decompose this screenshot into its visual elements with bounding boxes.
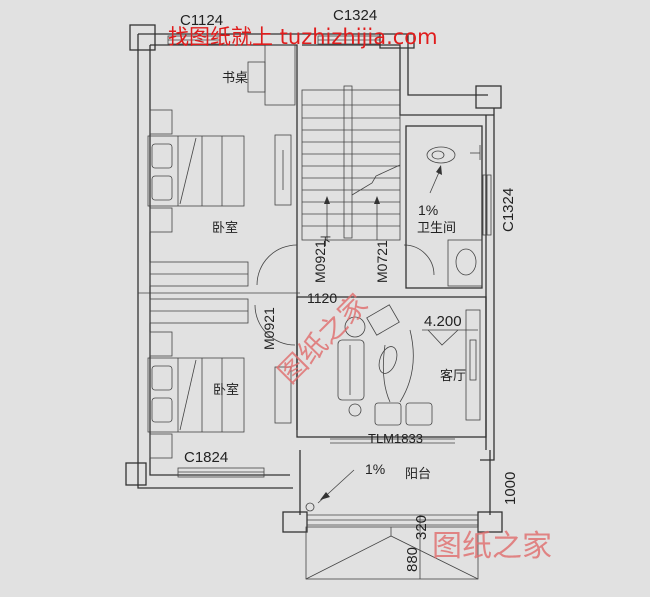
label-study-desk: 书桌 — [222, 71, 248, 86]
window-label-c1324-right: C1324 — [500, 188, 517, 232]
door-label-stair: M0921 — [312, 240, 328, 283]
bed-top — [147, 109, 245, 233]
watermark-top: 找图纸就上 tuzhizhijia.com — [168, 25, 438, 49]
level-label: 4.200 — [424, 313, 462, 330]
dim-canopy-880: 880 — [404, 547, 421, 572]
balcony — [282, 450, 503, 533]
bath-slope-label: 1% — [418, 202, 438, 218]
living-room — [296, 296, 487, 438]
canopy — [305, 515, 479, 580]
door-arc-m0921-bottom — [254, 304, 296, 346]
door-arc-m0721 — [403, 244, 435, 276]
wardrobe-lower — [149, 298, 249, 324]
door-label-tlm1833: TLM1833 — [368, 431, 423, 446]
watermark-bottom: 图纸之家 — [432, 529, 552, 564]
balcony-slope-label: 1% — [365, 461, 385, 477]
label-living-room: 客厅 — [440, 368, 466, 384]
corridor-dim-label: 1120 — [307, 290, 337, 306]
bed-bottom — [147, 331, 245, 459]
label-bathroom: 卫生间 — [417, 221, 456, 236]
sliding-door-tlm1833 — [330, 438, 455, 444]
desk — [247, 44, 296, 106]
wardrobe-upper — [149, 261, 249, 287]
label-bedroom-top: 卧室 — [212, 220, 238, 236]
stairs-down-label: 下 — [320, 235, 331, 248]
bathroom — [405, 125, 483, 289]
window-c1324-top — [317, 35, 381, 45]
dim-balcony-1000: 1000 — [502, 472, 519, 505]
window-label-c1824: C1824 — [184, 449, 228, 466]
label-bedroom-bottom: 卧室 — [213, 382, 239, 398]
staircase — [301, 85, 401, 241]
window-c1324-right — [482, 174, 492, 236]
tv-cabinet-top — [274, 134, 292, 206]
label-balcony: 阳台 — [405, 467, 431, 482]
window-label-c1124: C1124 — [180, 12, 223, 29]
tv-cabinet-bottom — [274, 366, 292, 424]
window-c1124 — [167, 35, 221, 45]
door-label-bedroom-bottom: M0921 — [261, 307, 277, 350]
window-c1824 — [177, 467, 265, 478]
door-arc-m0921-top — [256, 244, 298, 286]
door-label-bath: M0721 — [374, 240, 390, 283]
dim-canopy-320: 320 — [413, 515, 430, 540]
window-label-c1324-top: C1324 — [333, 7, 377, 24]
